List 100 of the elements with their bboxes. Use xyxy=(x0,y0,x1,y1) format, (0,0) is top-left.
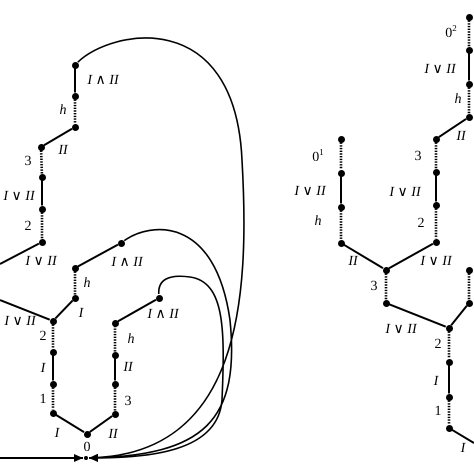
vertex-dot xyxy=(50,410,56,416)
edge-line xyxy=(55,414,85,434)
vertex-dot xyxy=(38,238,46,246)
vertex-dot xyxy=(118,240,124,246)
vertex-dot xyxy=(382,266,390,274)
dotted-edge xyxy=(340,142,342,170)
edge-label: I ∨ II xyxy=(294,185,326,199)
edge-label: 3 xyxy=(124,395,132,409)
dotted-edge xyxy=(434,208,438,238)
vertex-dot xyxy=(72,294,78,302)
edge-label: I ∨ II xyxy=(389,186,421,200)
edge-label: 3 xyxy=(24,155,32,169)
edge-line xyxy=(74,68,76,92)
dotted-edge xyxy=(52,324,54,348)
vertex-dot xyxy=(466,114,472,120)
vertex-dot xyxy=(446,324,452,332)
vertex-dot xyxy=(466,14,472,20)
edge-label: h xyxy=(454,93,462,107)
arrow-target-point xyxy=(84,456,88,460)
edge-label: 2 xyxy=(418,217,424,231)
dotted-edge xyxy=(74,272,76,294)
edge-label: I xyxy=(78,307,84,321)
edge-label: 1 xyxy=(40,393,46,407)
vertex-dot xyxy=(466,300,472,306)
edge-label: I ∨ II xyxy=(3,190,35,204)
edge-label: h xyxy=(84,277,90,291)
edge-label: 3 xyxy=(414,150,422,164)
vertex-dot xyxy=(432,238,440,246)
edge-label: II xyxy=(58,144,68,158)
edge-line xyxy=(0,299,50,321)
edge-label: II xyxy=(348,255,358,269)
dotted-edge xyxy=(434,142,438,168)
edge-line xyxy=(388,242,434,270)
dotted-edge xyxy=(384,274,388,300)
edge-label: 2 xyxy=(40,330,46,344)
vertex-dot xyxy=(466,266,472,274)
edge-line xyxy=(450,305,468,326)
vertex-dot xyxy=(72,62,78,68)
vertex-dot xyxy=(72,264,78,272)
vertex-dot xyxy=(50,380,56,388)
edge-label: h xyxy=(314,215,322,229)
dotted-edge xyxy=(468,20,470,46)
edge-label: II xyxy=(456,130,466,144)
dotted-edge xyxy=(448,400,450,424)
edge-label: h xyxy=(60,104,66,118)
dotted-edge xyxy=(114,388,116,410)
edge-line xyxy=(388,303,446,328)
edge-line xyxy=(114,358,116,380)
edge-line xyxy=(41,180,43,206)
vertex-dot xyxy=(112,320,118,326)
dotted-edge xyxy=(52,388,54,410)
vertex-dot xyxy=(72,124,78,130)
dotted-edge xyxy=(74,100,76,124)
dotted-edge xyxy=(40,212,44,238)
edge-line xyxy=(438,118,467,138)
vertex-dot xyxy=(338,240,344,246)
vertex-dot xyxy=(432,168,440,176)
edge-label: I ∨ II xyxy=(25,255,57,269)
edge-line xyxy=(89,415,113,433)
edge-line xyxy=(435,176,437,202)
edge-line xyxy=(0,242,40,265)
edge-label: 2 xyxy=(434,338,442,352)
edge-label: 0$^{2}$ xyxy=(445,27,457,41)
edge-line xyxy=(343,244,384,270)
edge-line xyxy=(340,176,342,204)
dotted-edge xyxy=(40,150,44,174)
edge-label: I ∧ II xyxy=(147,308,179,322)
vertex-dot xyxy=(338,204,344,210)
edge-label: I ∨ II xyxy=(4,315,36,329)
arrow xyxy=(0,454,83,462)
edge-label: 2 xyxy=(24,220,32,234)
edge-label: h xyxy=(128,333,134,347)
edge-label: 3 xyxy=(370,280,378,294)
vertex-dot xyxy=(338,136,344,142)
edge-line xyxy=(44,128,72,146)
vertex-dot xyxy=(112,352,118,358)
vertex-dot xyxy=(382,300,390,306)
edge-line xyxy=(52,356,54,380)
edge-label: II xyxy=(123,361,133,375)
edge-label: I ∨ II xyxy=(420,255,452,269)
edge-label: I xyxy=(54,427,60,441)
node-label: 0 xyxy=(84,441,90,455)
edge-line xyxy=(118,298,156,322)
dotted-edge xyxy=(468,274,470,300)
dotted-edge xyxy=(448,332,450,358)
vertex-dot xyxy=(84,430,90,438)
vertex-dot xyxy=(38,206,46,212)
edge-label: I xyxy=(460,442,466,456)
edge-line xyxy=(448,366,450,394)
vertex-dot xyxy=(38,174,46,180)
edge-line xyxy=(468,54,470,80)
vertex-dot xyxy=(432,136,440,142)
dotted-edge xyxy=(340,210,342,240)
arrow xyxy=(89,275,224,462)
dotted-edge xyxy=(468,88,470,114)
dotted-edge xyxy=(114,326,116,352)
vertex-dot xyxy=(38,144,44,150)
vertex-dot xyxy=(112,410,118,418)
edge-label: II xyxy=(108,428,118,442)
edge-label: I ∧ II xyxy=(111,256,143,270)
